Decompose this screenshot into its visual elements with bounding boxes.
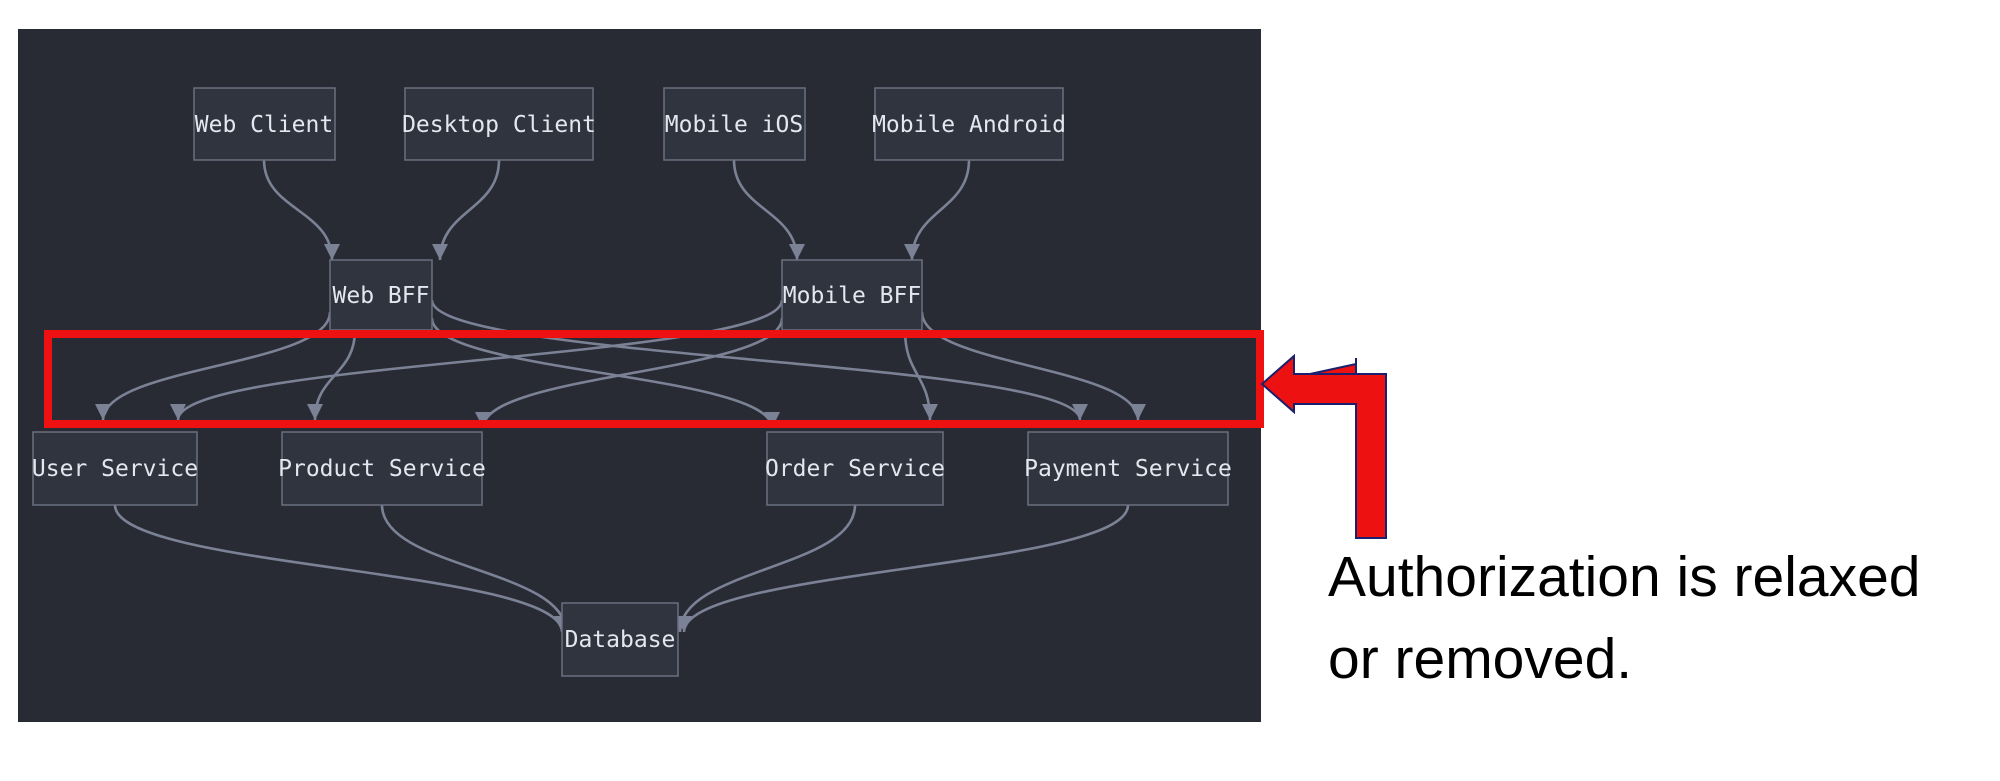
node-label: Desktop Client bbox=[402, 112, 596, 138]
node-label: Mobile BFF bbox=[783, 283, 921, 309]
node-product-service: Product Service bbox=[278, 431, 486, 506]
node-label: Mobile Android bbox=[872, 112, 1066, 138]
arrowhead bbox=[789, 244, 805, 260]
node-web-client: Web Client bbox=[193, 87, 336, 161]
node-web-bff: Web BFF bbox=[329, 259, 433, 331]
node-database: Database bbox=[561, 602, 679, 677]
edge-product-service-to-database bbox=[380, 504, 568, 633]
highlight-box bbox=[44, 330, 1264, 428]
arrowhead bbox=[676, 616, 692, 632]
edge-payment-service-to-database bbox=[682, 504, 1130, 633]
annotation-line-2: or removed. bbox=[1328, 627, 1633, 691]
node-label: User Service bbox=[32, 456, 198, 482]
node-label: Database bbox=[565, 627, 676, 653]
arrowhead bbox=[170, 404, 186, 420]
node-user-service: User Service bbox=[32, 431, 198, 506]
node-label: Web Client bbox=[195, 112, 333, 138]
edge-web-bff-to-payment-service bbox=[430, 299, 1082, 421]
node-payment-service: Payment Service bbox=[1024, 431, 1232, 506]
arrowhead bbox=[922, 404, 938, 420]
node-mobile-android: Mobile Android bbox=[872, 87, 1066, 161]
edge-order-service-to-database bbox=[678, 504, 857, 633]
pointer-arrow-body bbox=[1260, 353, 1387, 539]
arrowhead bbox=[95, 404, 111, 420]
node-label: Order Service bbox=[765, 456, 945, 482]
arrowhead bbox=[324, 244, 340, 260]
node-label: Mobile iOS bbox=[665, 112, 803, 138]
node-mobile-ios: Mobile iOS bbox=[663, 87, 806, 161]
node-mobile-bff: Mobile BFF bbox=[781, 259, 923, 331]
node-label: Product Service bbox=[278, 456, 486, 482]
node-order-service: Order Service bbox=[765, 431, 945, 506]
node-desktop-client: Desktop Client bbox=[402, 87, 596, 161]
arrowhead bbox=[432, 244, 448, 260]
arrowhead bbox=[904, 244, 920, 260]
arrowhead bbox=[1130, 404, 1146, 420]
edge-user-service-to-database bbox=[113, 504, 564, 633]
node-label: Payment Service bbox=[1024, 456, 1232, 482]
annotation-callout: Authorization is relaxed or removed. bbox=[1328, 536, 1988, 700]
arrowhead bbox=[1072, 404, 1088, 420]
annotation-line-1: Authorization is relaxed bbox=[1328, 545, 1921, 609]
node-label: Web BFF bbox=[333, 283, 430, 309]
arrowhead bbox=[307, 404, 323, 420]
edge-mobile-bff-to-user-service bbox=[176, 299, 784, 421]
